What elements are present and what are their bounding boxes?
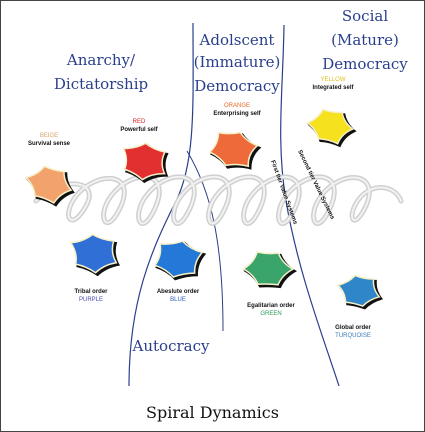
stage-description-red: Powerful self [120,127,158,133]
stage-blob-red [124,143,165,179]
stage-color-label-green: GREEN [260,311,281,317]
stage-description-blue: Abeslute order [157,289,200,295]
region-anarchy-line1: Anarchy/ [66,51,136,69]
first-tier-label: First tier Value Systems [269,160,298,226]
region-adolescent-line2: (Immature) [194,53,281,71]
stage-color-label-purple: PURPLE [79,297,103,303]
region-social-line3: Democracy [322,55,408,73]
region-autocracy: Autocracy [132,337,210,355]
stage-description-orange: Enterprising self [213,111,261,117]
region-social-line1: Social [342,7,388,25]
stage-color-label-blue: BLUE [170,297,186,303]
stage-description-green: Egalitarian order [247,303,295,309]
stage-color-label-red: RED [133,119,146,125]
region-adolescent-line3: Democracy [194,77,280,95]
stage-description-purple: Tribal order [74,289,108,295]
region-anarchy-line2: Dictatorship [54,75,148,93]
stage-color-label-turquoise: TURQUOISE [335,333,371,339]
caption: Spiral Dynamics [1,403,424,422]
stage-blob-yellow [308,110,353,144]
stage-color-label-orange: ORANGE [224,103,250,109]
region-social-line2: (Mature) [331,31,399,49]
region-adolescent-line1: Adolscent [199,31,275,49]
spiral-diagram: Anarchy/ Dictatorship Adolscent (Immatur… [1,1,424,401]
stage-description-beige: Survival sense [28,141,71,147]
stage-description-yellow: Integrated self [312,85,354,91]
stage-description-turquoise: Global order [335,325,371,331]
spiral-coil [36,177,401,224]
stage-color-label-yellow: YELLOW [320,77,345,83]
stage-color-label-beige: BEIGE [40,133,58,139]
stage-blob-blue [155,241,202,277]
